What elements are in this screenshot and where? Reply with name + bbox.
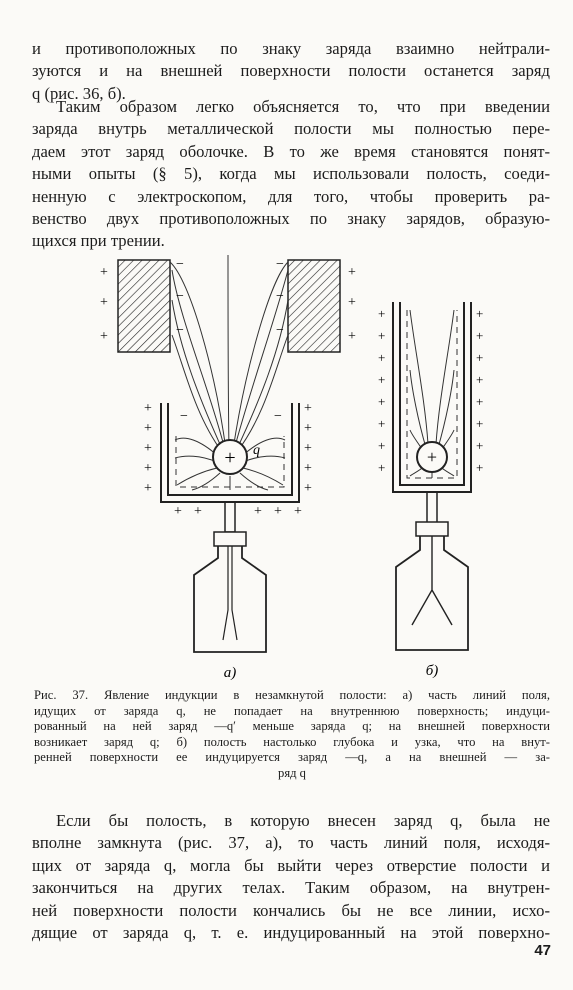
figure-label-a: а) — [224, 665, 237, 680]
charge-q-b — [416, 441, 448, 473]
svg-text:+: + — [100, 265, 108, 280]
figure-a: + q а) + + + − − − − − − — [100, 254, 356, 681]
svg-text:+: + — [378, 394, 385, 409]
text-line: даем этот заряд оболочке. В то же время … — [32, 141, 550, 161]
page-number: 47 — [534, 942, 551, 959]
text-line: заряда внутрь металлической полости мы п… — [32, 119, 550, 139]
svg-text:+: + — [144, 401, 152, 416]
svg-text:−: − — [274, 409, 282, 424]
electroscope-leaves — [222, 546, 238, 641]
svg-text:+: + — [378, 438, 385, 453]
svg-text:+: + — [378, 328, 385, 343]
electroscope-bottle — [193, 546, 267, 653]
text-line: Если бы полость, в которую внесен заряд … — [56, 811, 550, 830]
induced-charge-layer — [175, 436, 285, 488]
text-line: закончиться на других телах. Таким образ… — [32, 878, 550, 898]
charge-q — [212, 439, 248, 475]
text-line: щихся при трении. — [32, 231, 165, 251]
text-line: вполне замкнута (рис. 37, а), то часть л… — [32, 833, 550, 853]
svg-text:+: + — [476, 328, 483, 343]
electroscope-leaves-b — [411, 536, 453, 626]
svg-text:−: − — [176, 323, 184, 338]
svg-text:+: + — [100, 295, 108, 310]
text-line: щих от заряда q, могла бы выйти через от… — [32, 855, 550, 875]
svg-text:+: + — [476, 416, 483, 431]
svg-text:+: + — [476, 394, 483, 409]
svg-text:+: + — [144, 441, 152, 456]
deep-cavity-inner-wall — [399, 302, 465, 486]
figure-b: + б) + + + + + + + + + + + — [378, 302, 483, 679]
svg-text:−: − — [276, 323, 284, 338]
svg-text:+: + — [378, 372, 385, 387]
svg-text:−: − — [276, 257, 284, 272]
paragraph-3: Если бы полость, в которую внесен заряд … — [32, 810, 550, 944]
svg-text:+: + — [304, 481, 312, 496]
svg-text:−: − — [276, 289, 284, 304]
bottle-cork — [213, 531, 247, 547]
svg-text:+: + — [378, 416, 385, 431]
svg-text:−: − — [176, 289, 184, 304]
paragraph-2: Таким образом легко объясняется то, что … — [32, 96, 550, 253]
svg-text:+: + — [274, 504, 282, 519]
svg-text:+: + — [304, 461, 312, 476]
caption-line: возникает заряд q; б) полость настолько … — [34, 734, 550, 749]
svg-text:+: + — [378, 460, 385, 475]
svg-text:+: + — [476, 372, 483, 387]
charge-signs-a: + + + − − − − − − + + + + + + + + — [100, 257, 356, 519]
svg-text:+: + — [304, 441, 312, 456]
figure-label-b: б) — [426, 663, 439, 679]
charge-label: q — [253, 443, 260, 458]
svg-text:+: + — [348, 295, 356, 310]
charge-plus-sign-b: + — [427, 447, 437, 467]
text-line: ней поверхности полости кончались бы не … — [32, 900, 550, 920]
bottle-cork-b — [415, 521, 449, 537]
svg-text:+: + — [100, 329, 108, 344]
figure-37: + q а) + + + − − − − − − — [60, 240, 510, 681]
svg-text:+: + — [254, 504, 262, 519]
svg-text:+: + — [304, 421, 312, 436]
caption-line: ряд q — [278, 765, 306, 780]
charge-signs-b: + + + + + + + + + + + + + + + + — [378, 306, 483, 475]
svg-text:+: + — [476, 438, 483, 453]
text-line: дящие от заряда q, т. е. индуцированный … — [32, 923, 550, 943]
cavity-inner-wall — [167, 403, 293, 496]
charge-plus-sign: + — [224, 447, 235, 469]
caption-line: идущих от заряда q, не попадает на внутр… — [34, 703, 550, 718]
svg-text:+: + — [348, 329, 356, 344]
text-line: и противоположных по знаку заряда взаимн… — [32, 39, 550, 58]
text-line: венство двух противоположных по знаку за… — [32, 209, 550, 229]
svg-text:+: + — [348, 265, 356, 280]
svg-text:+: + — [304, 401, 312, 416]
svg-text:−: − — [176, 257, 184, 272]
right-charged-plate — [287, 259, 341, 353]
svg-text:+: + — [476, 306, 483, 321]
svg-text:+: + — [194, 504, 202, 519]
svg-text:+: + — [476, 350, 483, 365]
text-line: зуются и на внешней поверхности полости … — [32, 61, 550, 81]
caption-line: рованный на ней заряд —q′ меньше заряда … — [34, 719, 550, 734]
caption-line: Рис. 37. Явление индукции в незамкнутой … — [34, 688, 550, 702]
svg-text:+: + — [174, 504, 182, 519]
paragraph-1: и противоположных по знаку заряда взаимн… — [32, 38, 550, 105]
svg-text:+: + — [476, 460, 483, 475]
svg-text:+: + — [378, 306, 385, 321]
svg-text:−: − — [180, 409, 188, 424]
svg-text:+: + — [144, 461, 152, 476]
svg-text:+: + — [144, 481, 152, 496]
svg-text:+: + — [144, 421, 152, 436]
text-line: Таким образом легко объясняется то, что … — [56, 97, 550, 116]
induction-diagram: + q а) + + + − − − − − − — [100, 254, 483, 681]
left-charged-plate — [117, 259, 171, 353]
svg-text:+: + — [294, 504, 302, 519]
caption-line: ренней поверхности ее индуцируется заряд… — [34, 750, 550, 765]
text-line: ненную с электроскопом, для того, чтобы … — [32, 186, 550, 206]
text-line: ными опыты (§ 5), когда мы использовали … — [32, 164, 550, 184]
text-line: q (рис. 36, б). — [32, 83, 126, 103]
svg-text:+: + — [378, 350, 385, 365]
field-lines — [169, 254, 289, 491]
figure-caption: Рис. 37. Явление индукции в незамкнутой … — [34, 688, 550, 782]
deep-field-lines — [409, 309, 455, 478]
electroscope-bottle-b — [395, 536, 469, 651]
